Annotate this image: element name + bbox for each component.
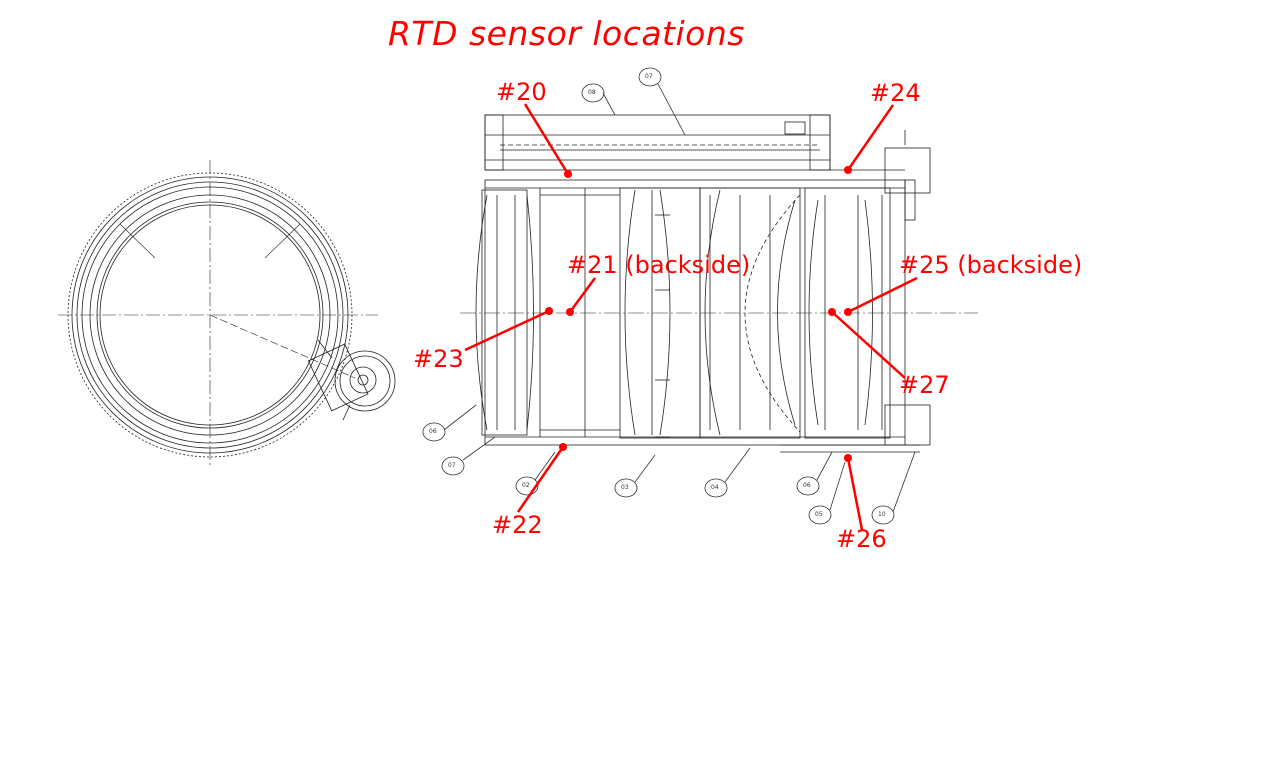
sensor-22-dot (559, 443, 567, 451)
front-view-ring (58, 160, 396, 465)
sensor-21-dot (566, 308, 574, 316)
sensor-20-dot (564, 170, 572, 178)
sensor-label-26: #26 (836, 525, 887, 553)
sensor-label-25: #25 (backside) (899, 251, 1083, 279)
callout-03: 03 (621, 484, 629, 491)
sensor-27-dot (828, 308, 836, 316)
page-title: RTD sensor locations (388, 14, 745, 53)
sensor-label-27: #27 (899, 371, 950, 399)
callout-08: 08 (588, 89, 596, 96)
sensor-label-24: #24 (870, 79, 921, 107)
sensor-label-22: #22 (492, 511, 543, 539)
callout-06b: 06 (803, 482, 811, 489)
sensor-dots (545, 166, 852, 462)
cross-section (460, 114, 978, 453)
part-callouts (422, 67, 916, 525)
sensor-23-dot (545, 307, 553, 315)
sensor-25-dot (844, 308, 852, 316)
callout-07: 07 (645, 73, 653, 80)
callout-05: 05 (815, 511, 823, 518)
sensor-26-dot (844, 454, 852, 462)
callout-06a: 06 (429, 428, 437, 435)
callout-04: 04 (711, 484, 719, 491)
sensor-label-23: #23 (413, 345, 464, 373)
callout-07b: 07 (448, 462, 456, 469)
callout-02: 02 (522, 482, 530, 489)
sensor-label-20: #20 (496, 78, 547, 106)
sensor-leaders (464, 103, 918, 531)
sensor-label-21: #21 (backside) (567, 251, 751, 279)
sensor-24-dot (844, 166, 852, 174)
callout-10: 10 (878, 511, 886, 518)
